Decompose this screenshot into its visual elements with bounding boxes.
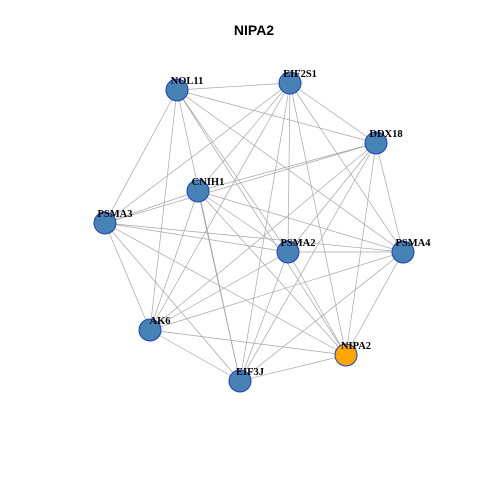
edge-ddx18-ak6: [149, 142, 377, 331]
edge-psma4-ak6: [149, 251, 404, 331]
edge-nol11-ak6: [149, 89, 178, 331]
node-circle-nol11: [165, 78, 189, 102]
node-label-psma4: PSMA4: [396, 238, 432, 249]
node-eif2s1: EIF2S1: [278, 69, 317, 95]
node-circle-eif2s1: [278, 71, 302, 95]
node-circle-ddx18: [364, 131, 388, 155]
node-eif3j: EIF3J: [228, 367, 264, 393]
edge-psma4-eif3j: [239, 251, 404, 382]
edge-cnih1-nipa2: [197, 190, 347, 356]
edge-eif2s1-psma2: [287, 82, 291, 253]
edge-cnih1-psma4: [197, 190, 404, 253]
edges-layer: [104, 82, 404, 382]
node-label-cnih1: CNIH1: [192, 177, 225, 188]
node-circle-cnih1: [186, 179, 210, 203]
edge-psma3-nipa2: [104, 222, 347, 356]
node-circle-psma2: [276, 240, 300, 264]
edge-eif2s1-ak6: [149, 82, 291, 331]
node-label-ak6: AK6: [150, 316, 171, 327]
edge-psma3-psma4: [104, 222, 404, 253]
node-label-nol11: NOL11: [171, 76, 204, 87]
edge-psma3-psma2: [104, 222, 289, 253]
edge-ddx18-eif3j: [239, 142, 377, 382]
node-label-nipa2: NIPA2: [341, 341, 371, 352]
edge-ak6-eif3j: [149, 329, 241, 382]
edge-eif2s1-cnih1: [197, 82, 291, 192]
edge-nol11-psma3: [104, 89, 178, 224]
edge-psma2-ak6: [149, 251, 289, 331]
edge-nol11-eif2s1: [176, 82, 291, 91]
edge-cnih1-psma2: [197, 190, 289, 253]
node-psma4: PSMA4: [391, 238, 432, 264]
node-nipa2: NIPA2: [334, 341, 371, 367]
node-circle-eif3j: [228, 369, 252, 393]
node-label-ddx18: DDX18: [369, 129, 402, 140]
edge-cnih1-psma3: [104, 190, 199, 224]
node-circle-psma4: [391, 240, 415, 264]
graph-title: NIPA2: [234, 22, 274, 38]
edge-ddx18-psma4: [375, 142, 404, 253]
edge-ak6-nipa2: [149, 329, 347, 356]
edge-psma4-nipa2: [345, 251, 404, 356]
node-nol11: NOL11: [165, 76, 204, 102]
node-cnih1: CNIH1: [186, 177, 225, 203]
edge-psma3-ak6: [104, 222, 151, 331]
edge-eif3j-nipa2: [239, 354, 347, 382]
edge-ddx18-psma2: [287, 142, 377, 253]
edge-eif2s1-psma3: [104, 82, 291, 224]
edge-nol11-ddx18: [176, 89, 377, 144]
edge-psma3-eif3j: [104, 222, 241, 382]
node-ak6: AK6: [138, 316, 171, 342]
edge-nol11-psma2: [176, 89, 289, 253]
node-psma3: PSMA3: [93, 209, 133, 235]
edge-ddx18-cnih1: [197, 142, 377, 192]
edge-ddx18-nipa2: [345, 142, 377, 356]
node-psma2: PSMA2: [276, 238, 316, 264]
node-circle-nipa2: [334, 343, 358, 367]
node-circle-ak6: [138, 318, 162, 342]
edge-nol11-psma4: [176, 89, 404, 253]
edge-nol11-nipa2: [176, 89, 347, 356]
edge-eif2s1-eif3j: [239, 82, 291, 382]
node-label-eif3j: EIF3J: [236, 367, 264, 378]
edge-eif2s1-ddx18: [289, 82, 377, 144]
node-circle-psma3: [93, 211, 117, 235]
node-label-eif2s1: EIF2S1: [283, 69, 317, 80]
edge-eif2s1-nipa2: [289, 82, 347, 356]
node-label-psma2: PSMA2: [281, 238, 316, 249]
edge-cnih1-eif3j: [197, 190, 241, 382]
node-ddx18: DDX18: [364, 129, 403, 155]
node-label-psma3: PSMA3: [98, 209, 133, 220]
edge-psma2-nipa2: [287, 251, 347, 356]
edge-psma2-eif3j: [239, 251, 289, 382]
edge-ddx18-psma3: [104, 142, 377, 224]
